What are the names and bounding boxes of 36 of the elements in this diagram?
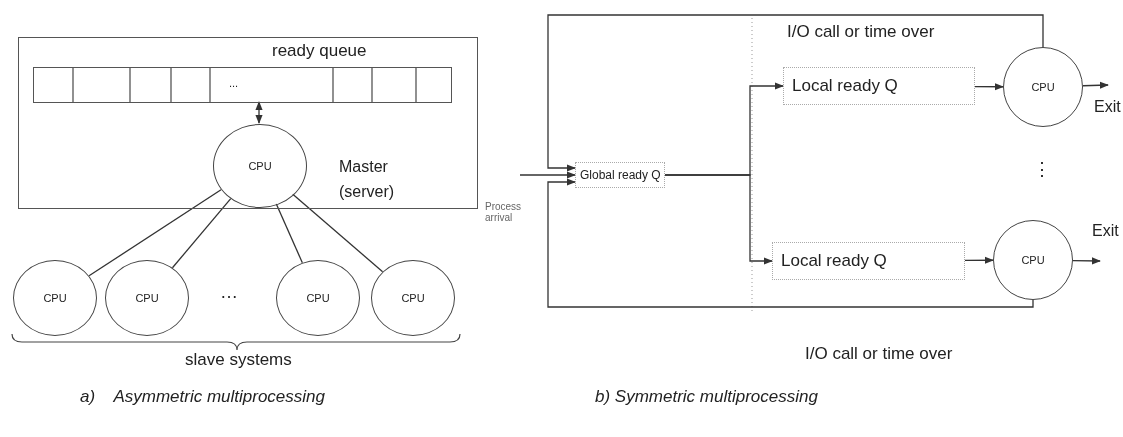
arrow <box>547 178 1034 308</box>
annotation-text: Process arrival <box>485 201 523 223</box>
connector-line <box>88 189 222 277</box>
figure-caption: b) Symmetric multiprocessing <box>595 387 818 407</box>
queue-box <box>575 162 665 188</box>
queue-box <box>783 67 975 105</box>
node-label: CPU <box>306 292 330 304</box>
node-label: CPU <box>43 292 67 304</box>
ellipsis: ... <box>229 77 239 89</box>
connector-line <box>171 197 232 269</box>
figure-caption: a) Asymmetric multiprocessing <box>80 387 325 407</box>
arrow <box>547 14 1044 172</box>
node-label: Local ready Q <box>792 76 898 96</box>
node-label: Master (server) <box>339 157 396 202</box>
connector-line <box>275 203 303 264</box>
master-box <box>18 37 478 209</box>
vertical-ellipsis: ⋮ <box>1033 158 1051 180</box>
node-label: CPU <box>248 160 272 172</box>
node-label: CPU <box>401 292 425 304</box>
node-label: Global ready Q <box>580 168 661 182</box>
arrow <box>519 171 576 179</box>
queue-label: ready queue <box>272 41 367 61</box>
node-label: Local ready Q <box>781 251 887 271</box>
arrow <box>964 256 994 264</box>
arrow <box>664 174 773 265</box>
connector-line <box>292 193 384 273</box>
node-label: CPU <box>1031 81 1055 93</box>
arrow <box>974 83 1004 91</box>
arrow <box>1072 257 1101 265</box>
queue-box <box>772 242 965 280</box>
node-label: CPU <box>1021 254 1045 266</box>
ellipsis: … <box>220 282 238 303</box>
node-label: CPU <box>135 292 159 304</box>
arrow <box>255 101 263 124</box>
arrow <box>1082 81 1109 89</box>
group-label: slave systems <box>185 350 292 370</box>
